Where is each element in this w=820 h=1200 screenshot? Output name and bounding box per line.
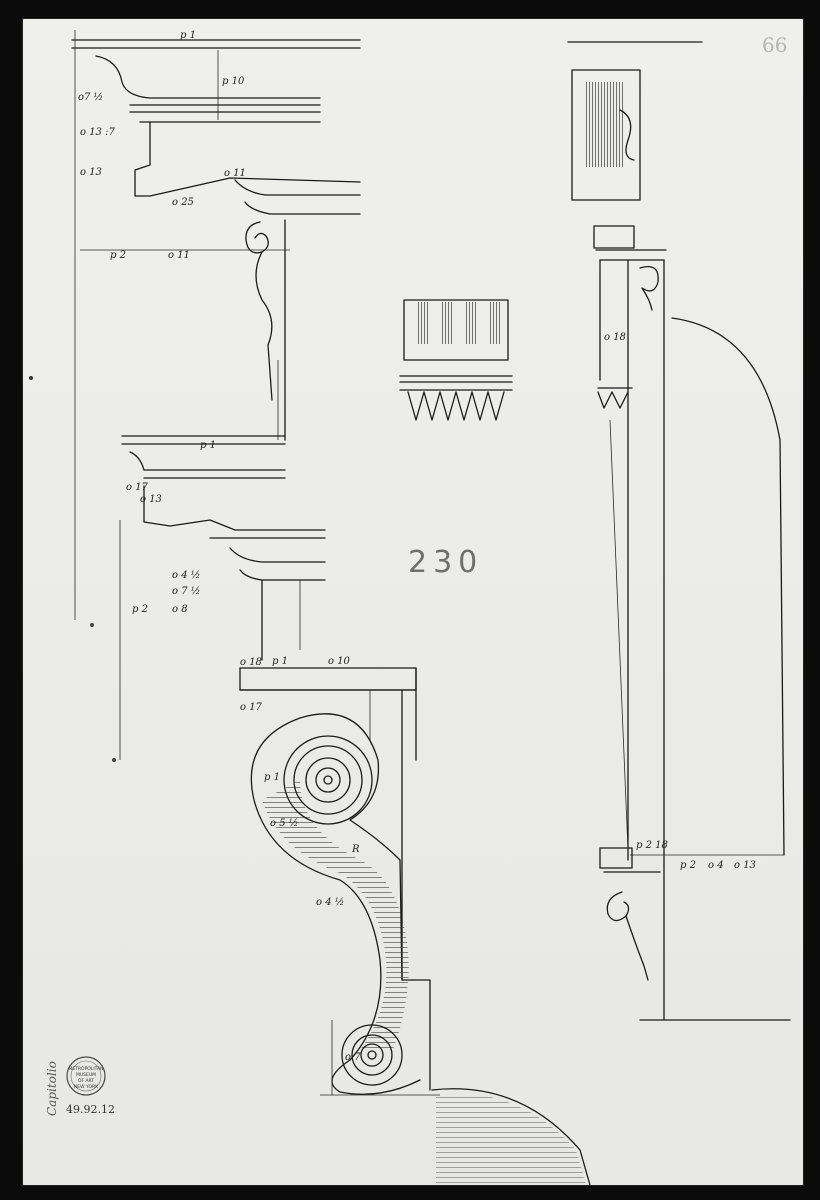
svg-text:NEW YORK: NEW YORK: [74, 1084, 99, 1090]
measure-label: o 11: [224, 168, 246, 179]
measure-label: o 18: [604, 332, 626, 343]
measure-label: o 8: [172, 604, 188, 615]
elevation-frame: [567, 41, 791, 1021]
measure-label: p 1: [272, 656, 288, 667]
upper-volute: [283, 735, 373, 825]
accession-number: 49.92.12: [66, 1103, 115, 1116]
lower-cornice-profile: [119, 435, 326, 760]
upper-entablature-profile: [71, 30, 361, 620]
measure-label: o 4 ½: [316, 897, 344, 908]
measure-label: o 5 ½: [270, 818, 298, 829]
measure-label: p 2 18: [636, 840, 668, 851]
measure-label: p 1: [264, 772, 280, 783]
measure-label: o 13: [734, 860, 756, 871]
measure-label: R: [351, 844, 360, 855]
svg-text:MUSEUM: MUSEUM: [76, 1072, 96, 1078]
measure-label: p 2: [680, 860, 696, 871]
svg-text:METROPOLITAN: METROPOLITAN: [68, 1066, 103, 1072]
measure-label: o 17: [240, 702, 263, 713]
measure-label: o 11: [168, 250, 190, 261]
page-number: 66: [762, 33, 787, 57]
measure-label: p 10: [222, 76, 245, 87]
measure-label: o 13: [80, 167, 102, 178]
measure-label: p 1: [200, 440, 216, 451]
measure-label: o7 ½: [78, 92, 103, 103]
svg-text:OF ART: OF ART: [78, 1078, 94, 1084]
large-console-bracket: [239, 667, 591, 1186]
measure-label: o 10: [328, 656, 351, 667]
measure-label: o 25: [172, 197, 194, 208]
museum-stamp: METROPOLITAN MUSEUM OF ART NEW YORK: [66, 1056, 106, 1096]
measure-label: o 13: [140, 494, 162, 505]
lower-volute: [341, 1024, 403, 1086]
measure-label: o 13 :7: [80, 127, 115, 138]
measurement-annotations: p 1 p 10 o7 ½ o 13 :7 o 13 o 11 o 25 p 2…: [78, 30, 756, 1063]
measure-label: o 4 ½: [172, 570, 200, 581]
inscription-signature: Capitolio: [45, 1061, 59, 1116]
measure-label: p 2: [132, 604, 148, 615]
measure-label: o 17: [126, 482, 149, 493]
measure-label: p 1: [180, 30, 196, 41]
frieze-detail: [399, 299, 513, 421]
drawing-sheet: [22, 18, 804, 1186]
pencil-inventory-number: 230: [408, 545, 483, 580]
measure-label: o 4: [708, 860, 724, 871]
measure-label: o 18: [240, 657, 262, 668]
measure-label: o 7 ½: [172, 586, 200, 597]
measure-label: p 2: [110, 250, 126, 261]
measure-label: o 7: [345, 1052, 361, 1063]
